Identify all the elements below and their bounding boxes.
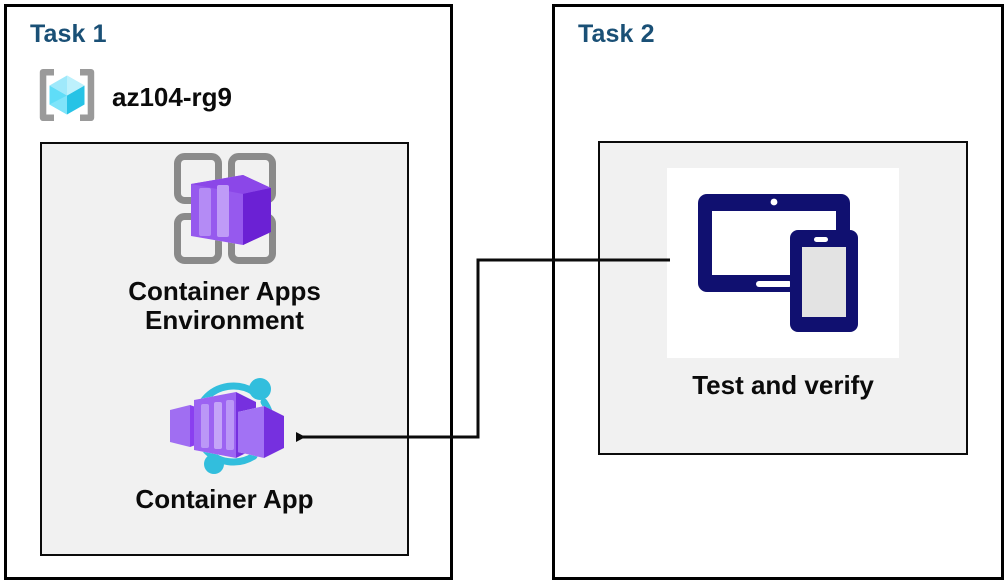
task-2-title: Task 2 bbox=[578, 20, 655, 48]
resource-group-icon bbox=[36, 64, 98, 131]
container-app-icon bbox=[160, 372, 290, 481]
resource-label-container-apps-environment: Container Apps Environment bbox=[128, 276, 321, 336]
resource-group-name: az104-rg9 bbox=[112, 82, 232, 112]
resource-label-container-app: Container App bbox=[135, 484, 314, 514]
resource-test-and-verify: Test and verify bbox=[598, 168, 968, 401]
resource-label-test-and-verify: Test and verify bbox=[692, 370, 874, 400]
container-apps-environment-icon bbox=[161, 150, 289, 273]
resource-group-row: az104-rg9 bbox=[36, 64, 232, 131]
resource-container-app: Container App bbox=[40, 372, 409, 514]
task-1-title: Task 1 bbox=[30, 20, 107, 48]
resource-container-apps-environment: Container Apps Environment bbox=[40, 150, 409, 335]
test-and-verify-icon-plate bbox=[667, 168, 899, 358]
test-and-verify-devices-icon bbox=[690, 181, 876, 346]
